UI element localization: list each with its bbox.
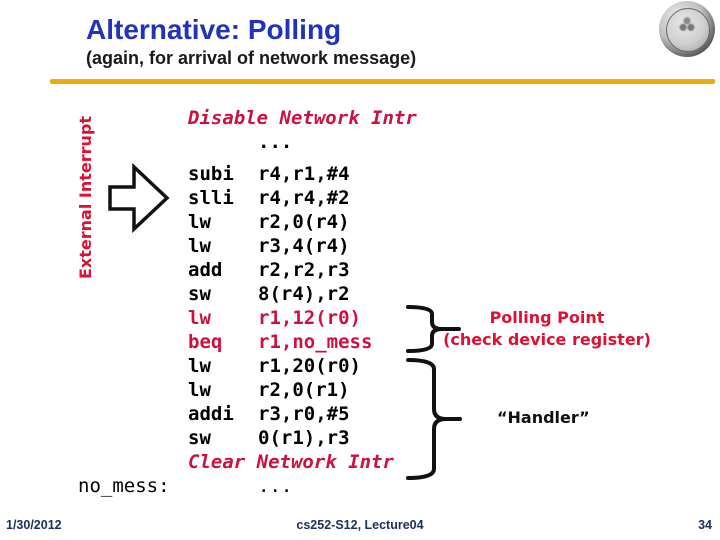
code-pseudo-line: Clear Network Intr <box>188 451 394 473</box>
code-operands: 0(r1),r3 <box>258 427 350 449</box>
code-ellipsis: ... <box>258 475 293 497</box>
code-instruction-line: beq r1,no_mess <box>188 330 417 354</box>
code-instruction-line: addi r3,r0,#5 <box>188 402 417 426</box>
code-instruction-line: subi r4,r1,#4 <box>188 162 417 186</box>
title-divider <box>50 79 715 84</box>
footer-page-number: 34 <box>698 518 712 532</box>
code-instruction-line: lw r1,12(r0) <box>188 306 417 330</box>
assembly-code-block: Disable Network Intr... subi r4,r1,#4 slli r… <box>78 106 417 498</box>
slide-footer: 1/30/2012 cs252-S12, Lecture04 34 <box>0 516 720 536</box>
code-instruction-line: lw r1,20(r0) <box>188 354 417 378</box>
code-operands: r3,4(r4) <box>258 235 350 257</box>
code-pseudo-line: Disable Network Intr <box>188 107 417 129</box>
code-branch-label: no_mess: <box>78 475 170 497</box>
code-opcode: add <box>188 259 223 281</box>
code-opcode: beq <box>188 331 223 353</box>
code-opcode: sw <box>188 283 211 305</box>
handler-annotation: “Handler” <box>497 408 590 427</box>
code-ellipsis-line: ... <box>258 131 293 153</box>
code-operands: r2,0(r4) <box>258 211 350 233</box>
polling-point-line1: Polling Point <box>489 308 605 327</box>
university-seal-logo <box>659 1 715 57</box>
block-arrow-right-icon <box>108 163 170 233</box>
code-operands: r4,r4,#2 <box>258 187 350 209</box>
code-operands: r4,r1,#4 <box>258 163 350 185</box>
code-instruction-line: lw r2,0(r1) <box>188 378 417 402</box>
code-opcode: lw <box>188 211 211 233</box>
code-operands: r2,r2,r3 <box>258 259 350 281</box>
code-instruction-line: lw r2,0(r4) <box>188 210 417 234</box>
code-opcode: sw <box>188 427 211 449</box>
code-gap <box>188 154 417 162</box>
code-opcode: subi <box>188 163 234 185</box>
code-instruction-line: add r2,r2,r3 <box>188 258 417 282</box>
polling-point-brace <box>406 305 461 353</box>
code-operands: r3,r0,#5 <box>258 403 350 425</box>
code-opcode: lw <box>188 355 211 377</box>
handler-brace <box>406 358 462 480</box>
code-operands: r1,20(r0) <box>258 355 361 377</box>
code-operands: 8(r4),r2 <box>258 283 350 305</box>
code-instruction-line: sw 8(r4),r2 <box>188 282 417 306</box>
code-opcode: addi <box>188 403 234 425</box>
code-label-line: no_mess:... <box>78 474 417 498</box>
slide-subtitle: (again, for arrival of network message) <box>86 48 417 68</box>
footer-course: cs252-S12, Lecture04 <box>296 518 424 532</box>
code-instruction-line: lw r3,4(r4) <box>188 234 417 258</box>
polling-point-annotation: Polling Point (check device register) <box>438 307 656 351</box>
code-opcode: lw <box>188 379 211 401</box>
code-opcode: slli <box>188 187 234 209</box>
polling-point-line2: (check device register) <box>443 330 651 349</box>
slide-title: Alternative: Polling <box>86 14 342 45</box>
code-opcode: lw <box>188 307 211 329</box>
external-interrupt-label: External Interrupt <box>76 116 95 279</box>
code-operands: r1,no_mess <box>258 331 373 353</box>
footer-date: 1/30/2012 <box>6 518 62 532</box>
code-opcode: lw <box>188 235 211 257</box>
code-instruction-line: slli r4,r4,#2 <box>188 186 417 210</box>
code-instruction-line: sw 0(r1),r3 <box>188 426 417 450</box>
code-operands: r1,12(r0) <box>258 307 361 329</box>
code-operands: r2,0(r1) <box>258 379 350 401</box>
seal-engraving <box>674 13 700 39</box>
